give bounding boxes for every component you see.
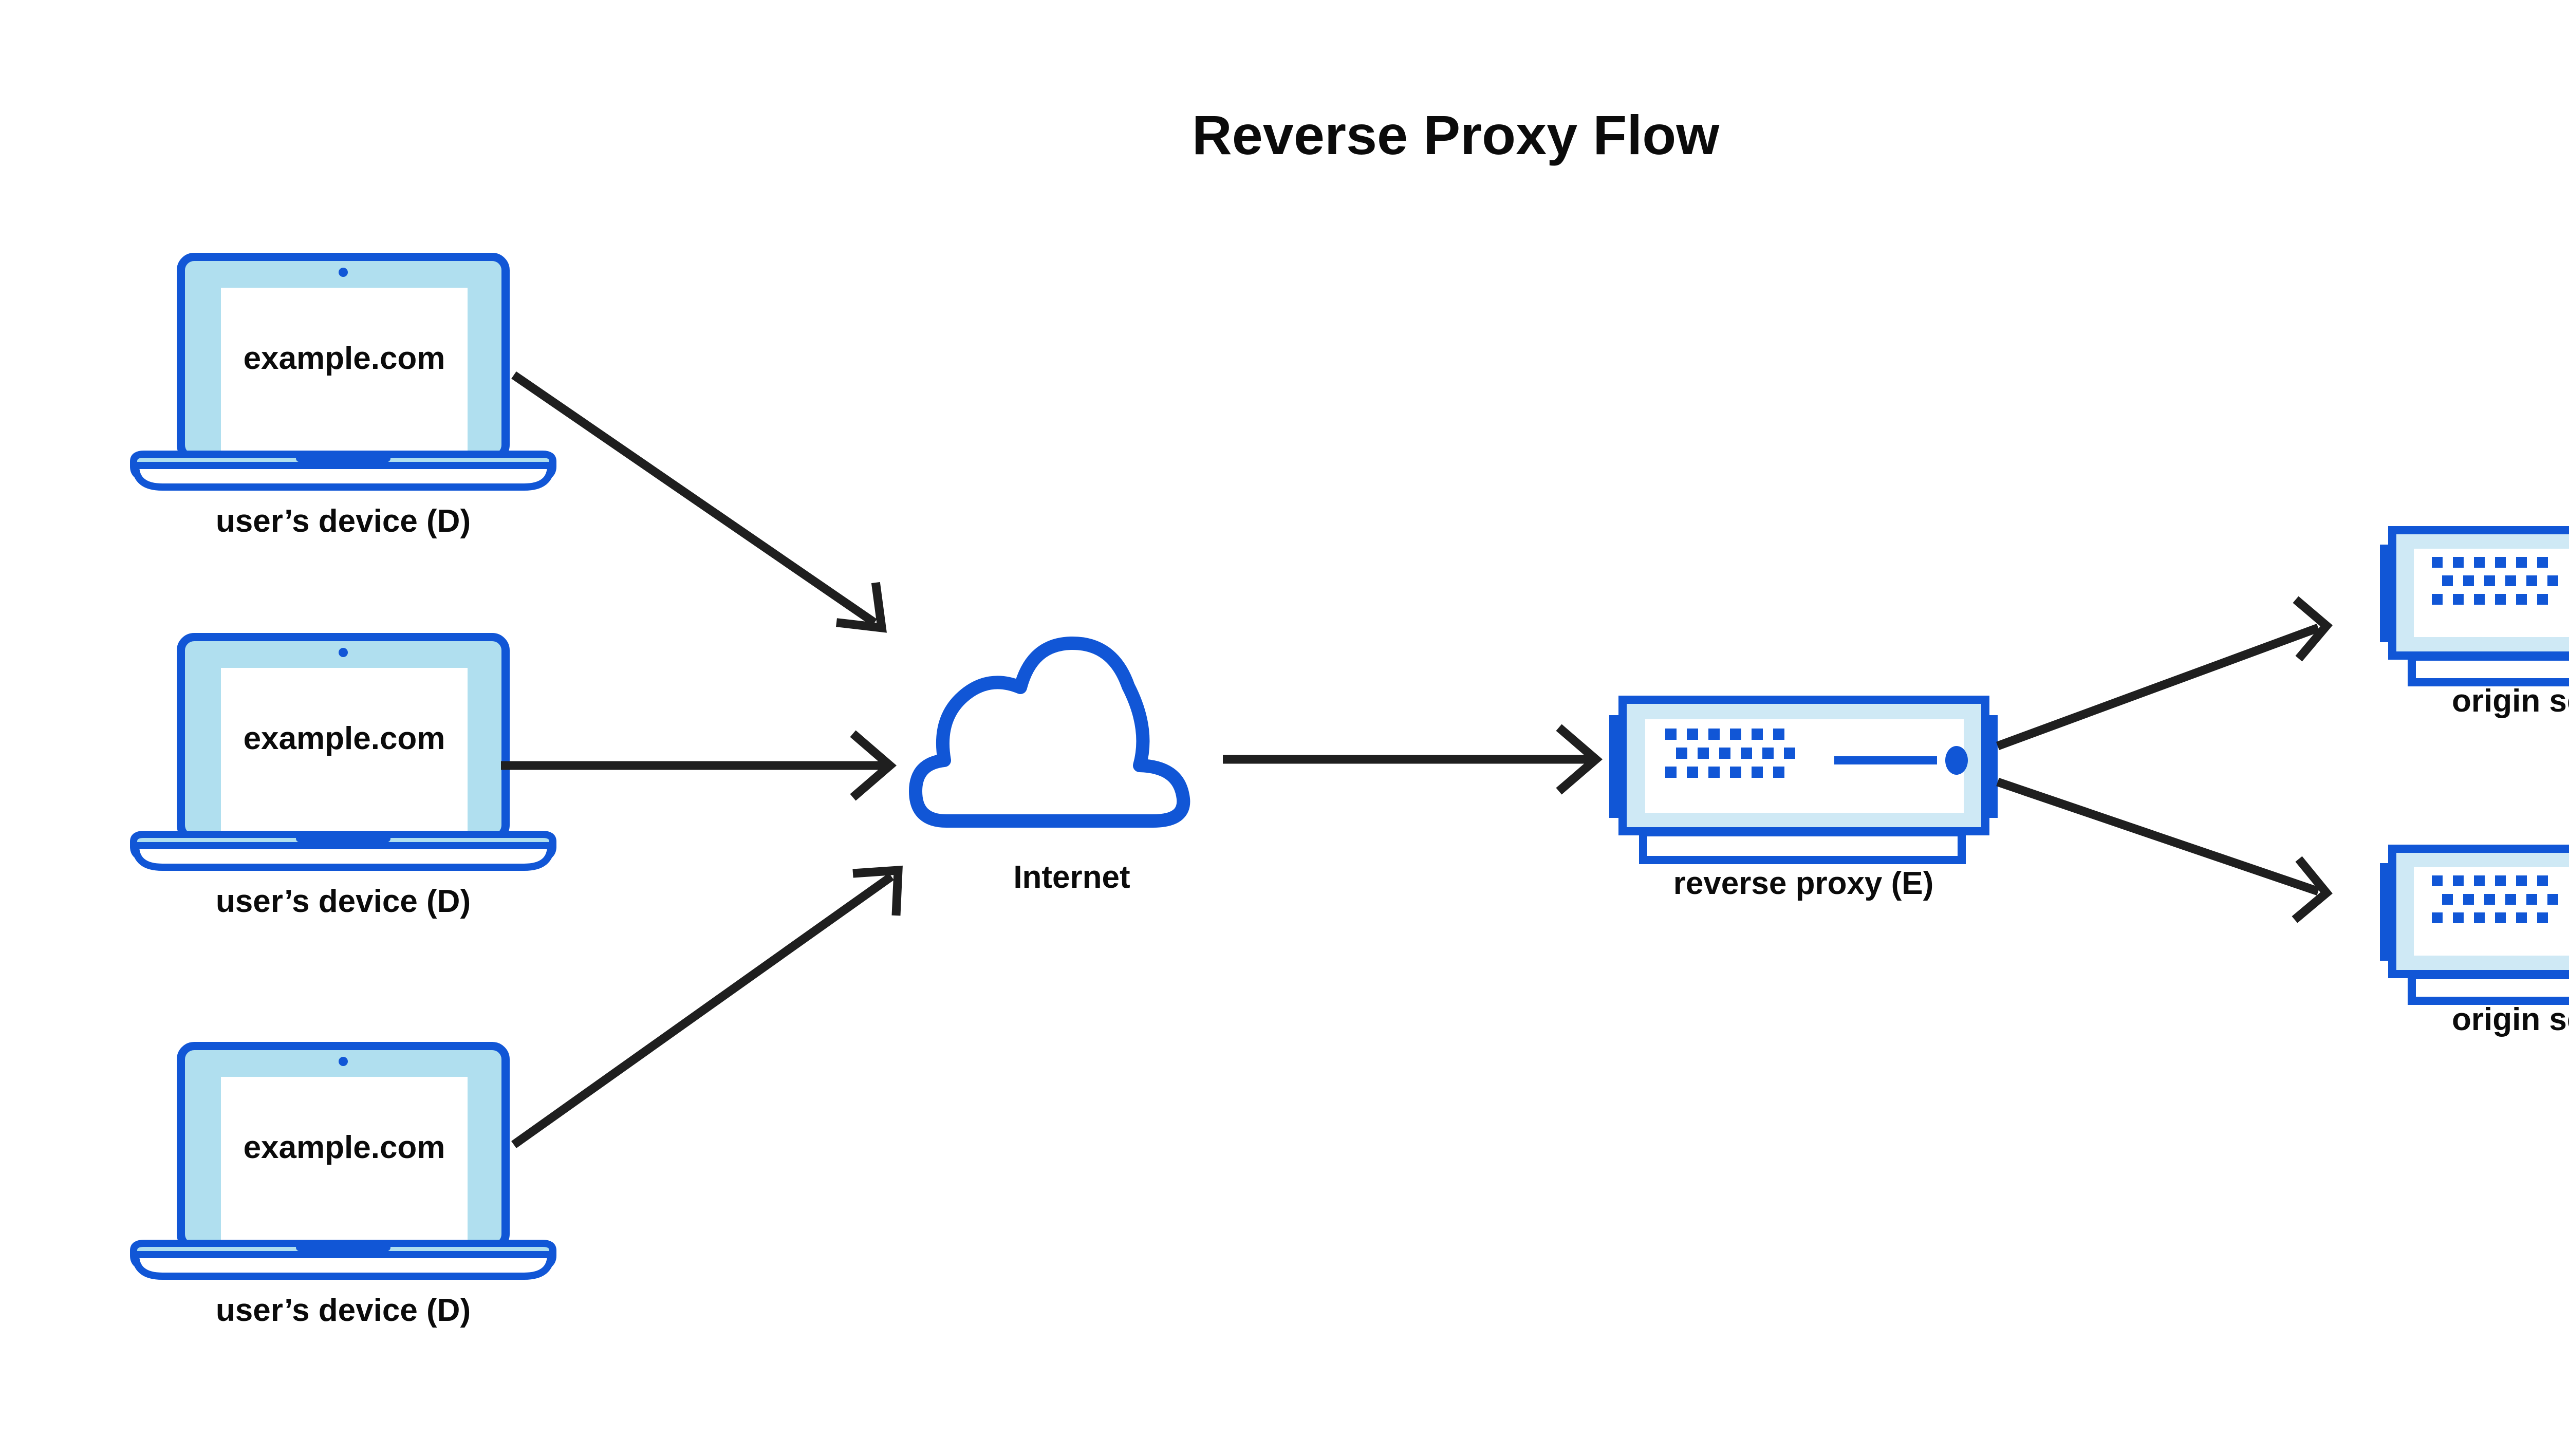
edge-proxy-to-origin-bottom: [1996, 777, 2333, 923]
laptop-base-bottom: [132, 842, 555, 871]
arrowhead-icon: [850, 730, 897, 801]
edge-device-top-to-cloud: [511, 371, 887, 633]
laptop-screen-url: example.com: [244, 1130, 445, 1165]
edge-line: [511, 873, 894, 1148]
node-users-device-top[interactable]: example.com user’s device (D): [130, 253, 556, 539]
node-users-device-middle[interactable]: example.com user’s device (D): [130, 633, 556, 919]
edge-line: [1996, 624, 2320, 750]
laptop-notch: [296, 834, 390, 843]
server-shelf: [2408, 652, 2569, 686]
server-led-grid: [1665, 729, 1795, 778]
edge-cloud-to-proxy: [1223, 724, 1603, 795]
node-reverse-proxy[interactable]: reverse proxy (E): [1609, 696, 1998, 901]
laptop-camera-icon: [339, 268, 348, 277]
arrowhead-icon: [836, 582, 887, 633]
node-origin-server-bottom[interactable]: origin server (F): [2380, 845, 2569, 1037]
node-label-origin-server-bottom: origin server (F): [2452, 1002, 2569, 1037]
cloud-icon: [909, 636, 1190, 828]
laptop-screen: [221, 288, 468, 455]
page-title: Reverse Proxy Flow: [1192, 104, 1720, 166]
node-label-users-device-middle: user’s device (D): [216, 884, 471, 919]
node-label-reverse-proxy: reverse proxy (E): [1673, 866, 1934, 901]
laptop-camera-icon: [339, 1057, 348, 1066]
laptop-notch: [296, 454, 390, 462]
edge-line: [511, 371, 877, 627]
laptop-screen-url: example.com: [244, 721, 445, 756]
server-faceplate: [1645, 719, 1964, 813]
laptop-camera-icon: [339, 648, 348, 657]
arrowhead-icon: [2292, 856, 2333, 923]
server-shelf: [2408, 971, 2569, 1005]
node-users-device-bottom[interactable]: example.com user’s device (D): [130, 1042, 556, 1328]
node-label-origin-server-top: origin server (F): [2452, 683, 2569, 719]
server-shelf: [1639, 828, 1966, 864]
node-label-users-device-top: user’s device (D): [216, 503, 471, 539]
server-indicator-icon: [1945, 746, 1968, 775]
node-label-users-device-bottom: user’s device (D): [216, 1293, 471, 1328]
laptop-base-bottom: [132, 462, 555, 491]
node-label-internet: Internet: [1013, 860, 1130, 895]
arrowhead-icon: [1556, 724, 1603, 795]
edge-line: [1996, 777, 2320, 896]
server-led-grid: [2432, 875, 2558, 923]
edge-proxy-to-origin-top: [1996, 596, 2333, 750]
edge-device-middle-to-cloud: [501, 730, 897, 801]
node-origin-server-top[interactable]: origin server (F): [2380, 526, 2569, 719]
laptop-base-bottom: [132, 1251, 555, 1280]
edge-device-bottom-to-cloud: [511, 865, 903, 1148]
laptop-screen-url: example.com: [244, 341, 445, 376]
laptop-screen: [221, 668, 468, 835]
laptop-screen: [221, 1077, 468, 1244]
laptop-notch: [296, 1243, 390, 1252]
server-led-grid: [2432, 557, 2558, 605]
arrowhead-icon: [852, 865, 903, 916]
node-internet-cloud[interactable]: Internet: [909, 636, 1190, 895]
arrowhead-icon: [2293, 596, 2333, 662]
